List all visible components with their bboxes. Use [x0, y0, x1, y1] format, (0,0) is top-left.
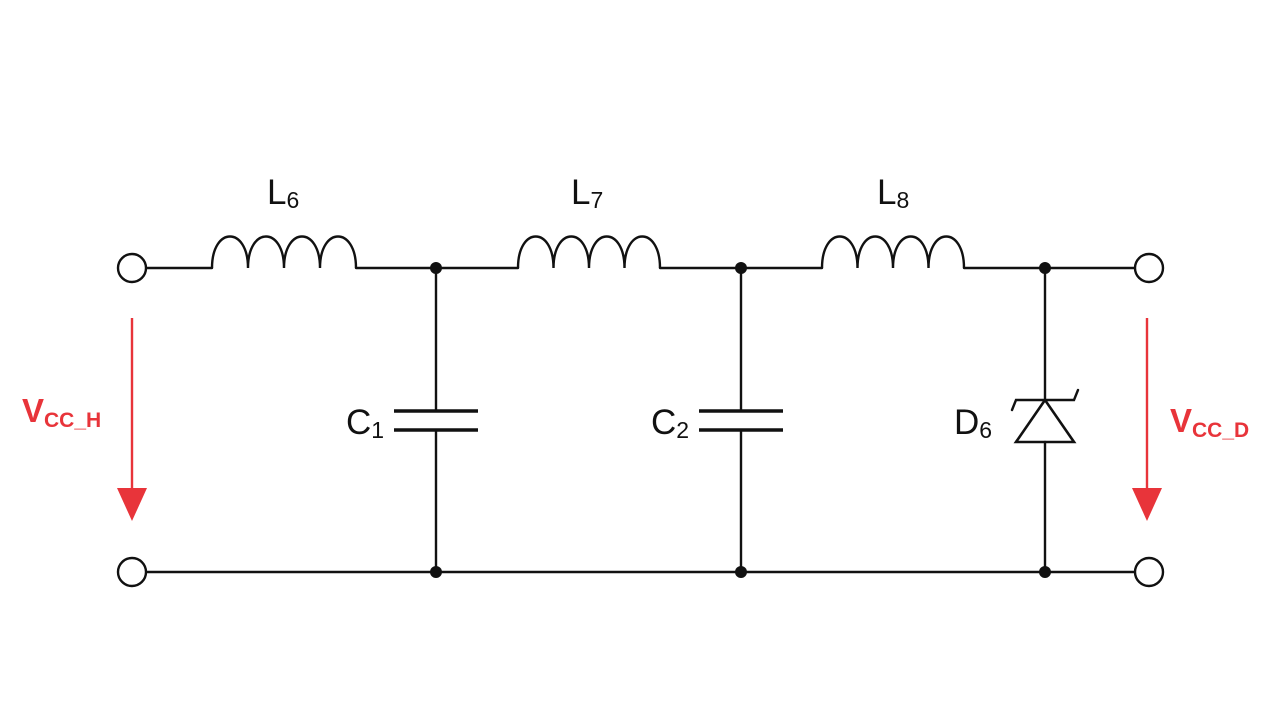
inductor-l6: [210, 235, 358, 269]
label-l8: L8: [877, 173, 909, 213]
junction-node-bottom-d6: [1039, 566, 1051, 578]
label-l7: L7: [571, 173, 603, 213]
junction-node-bottom-c2: [735, 566, 747, 578]
zener-diode-d6: [1013, 397, 1077, 444]
output-terminal-bottom: [1133, 556, 1165, 588]
label-vcc-d: VCC_D: [1170, 402, 1249, 442]
junction-node-top-c2: [735, 262, 747, 274]
inductor-l7: [516, 235, 662, 269]
label-l6: L6: [267, 173, 299, 213]
zener-diode-d6-cathode: [1010, 388, 1080, 412]
junction-node-top-c1: [430, 262, 442, 274]
output-voltage-arrow-head: [1132, 488, 1162, 521]
junction-node-top-d6: [1039, 262, 1051, 274]
junction-node-bottom-c1: [430, 566, 442, 578]
inductor-l8: [820, 235, 966, 269]
label-c2: C2: [651, 403, 689, 443]
label-d6: D6: [954, 403, 992, 443]
input-terminal-top: [116, 252, 148, 284]
input-terminal-bottom: [116, 556, 148, 588]
input-voltage-arrow-head: [117, 488, 147, 521]
label-c1: C1: [346, 403, 384, 443]
label-vcc-h: VCC_H: [22, 392, 101, 432]
output-terminal-top: [1133, 252, 1165, 284]
